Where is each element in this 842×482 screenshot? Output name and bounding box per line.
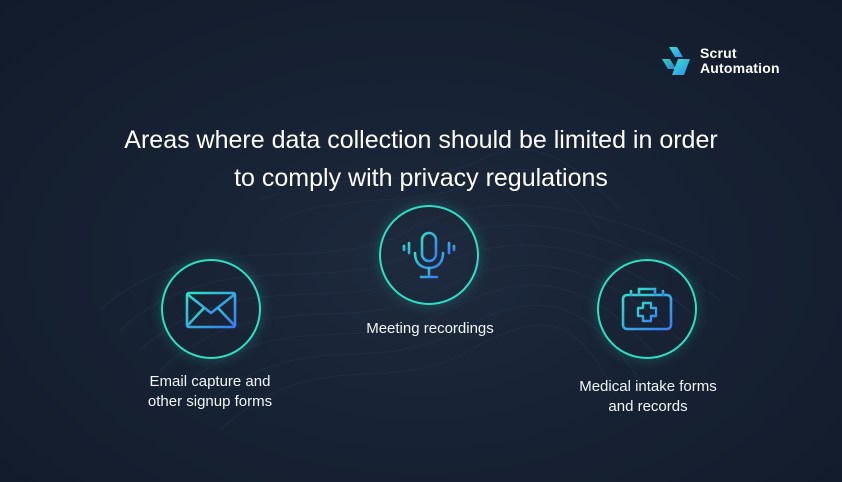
email-capture-label: Email capture and other signup forms bbox=[110, 372, 310, 412]
brand-name-line1: Scrut bbox=[700, 45, 737, 61]
medical-intake-label: Medical intake forms and records bbox=[548, 377, 748, 417]
med-label-line2: and records bbox=[608, 398, 688, 415]
medical-icon-circle bbox=[597, 259, 697, 359]
page-title-line2: to comply with privacy regulations bbox=[234, 163, 608, 192]
medical-kit-icon bbox=[621, 287, 673, 331]
mic-label-line1: Meeting recordings bbox=[366, 320, 494, 337]
email-icon-circle bbox=[161, 259, 261, 359]
brand-logo-block: Scrut Automation bbox=[660, 45, 780, 77]
brand-name-line2: Automation bbox=[700, 60, 780, 76]
meeting-recordings-label: Meeting recordings bbox=[330, 319, 530, 339]
scrut-logo-icon bbox=[662, 47, 690, 75]
email-label-line2: other signup forms bbox=[147, 393, 273, 410]
med-label-line1: Medical intake forms bbox=[579, 378, 717, 395]
microphone-icon bbox=[402, 231, 456, 279]
email-label-line1: Email capture and bbox=[149, 373, 271, 390]
envelope-icon bbox=[185, 291, 237, 329]
brand-name: Scrut Automation bbox=[700, 46, 780, 76]
microphone-icon-circle bbox=[379, 205, 479, 305]
page-title-line1: Areas where data collection should be li… bbox=[124, 125, 718, 154]
page-title: Areas where data collection should be li… bbox=[40, 121, 802, 197]
